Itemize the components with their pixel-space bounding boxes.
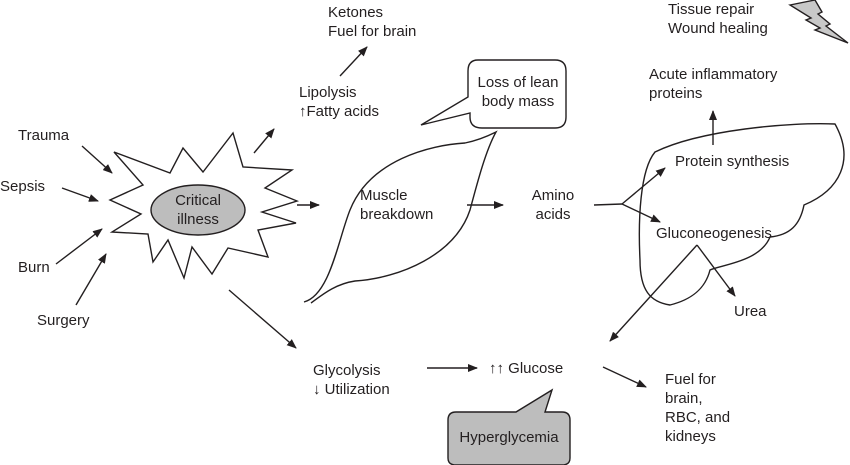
acute-label: Acute inflammatory proteins [649,65,777,103]
muscle-line2: breakdown [360,206,434,223]
lightning-bolt-icon [788,0,849,44]
cause-trauma: Trauma [18,127,70,144]
tissue-label: Tissue repair Wound healing [668,0,768,38]
arrow-trauma [81,145,113,174]
ketones-label: Ketones Fuel for brain [328,3,416,41]
cause-burn: Burn [18,259,50,276]
callout-lean-text: Loss of lean body mass [472,73,564,111]
fuel-label: Fuel for brain, RBC, and kidneys [665,370,730,446]
muscle-shape [303,130,498,304]
acute-line1: Acute inflammatory [649,66,778,83]
lipolysis-line1: Lipolysis [299,84,357,101]
arrow-to-urea [696,244,736,297]
gluconeogenesis-label: Gluconeogenesis [656,225,772,242]
acute-line2: proteins [649,85,703,102]
arrow-to-gluconeogenesis [621,203,661,223]
cause-surgery: Surgery [37,312,90,329]
tissue-line1: Tissue repair [668,1,755,18]
fuel-line4: kidneys [665,428,716,445]
urea-label: Urea [734,303,767,320]
fuel-line2: brain, [665,390,703,407]
arrow-burn [55,228,103,265]
critical-illness-ellipse [150,184,246,236]
arrow-to-glucose-from-liver [609,244,698,342]
callout-lean-line1: Loss of lean [477,74,559,91]
glycolysis-line2: ↓ Utilization [313,381,390,398]
callout-lean-bubble [420,59,567,129]
arrow-surgery [75,253,107,306]
fuel-line1: Fuel for [665,371,716,388]
center-line1: Critical [175,192,221,209]
callout-lean-line2: body mass [481,93,555,110]
callout-hyper-text: Hyperglycemia [459,429,559,446]
ketones-line2: Fuel for brain [328,23,417,40]
arrow-to-glycolysis [228,289,297,349]
muscle-line1: Muscle [360,187,408,204]
glycolysis-line1: Glycolysis [313,362,381,379]
amino-fork-line [593,203,623,206]
lipolysis-label: Lipolysis ↑Fatty acids [299,83,379,121]
amino-line1: Amino [531,187,575,204]
center-label: Critical illness [160,191,236,229]
arrow-to-protein-synthesis [621,167,666,205]
tissue-line2: Wound healing [668,20,768,37]
liver-shape [638,123,845,306]
glycolysis-label: Glycolysis ↓ Utilization [313,361,390,399]
arrow-to-ketones [339,46,368,77]
glucose-label: ↑↑ Glucose [489,360,564,377]
cause-sepsis: Sepsis [0,178,46,195]
muscle-label: Muscle breakdown [360,186,433,224]
lipolysis-line2: ↑Fatty acids [299,103,380,120]
arrow-to-fuel [602,366,647,388]
fuel-line3: RBC, and [665,409,731,426]
center-line2: illness [177,211,219,228]
ketones-line1: Ketones [328,4,384,21]
amino-line2: acids [535,206,571,223]
amino-label: Amino acids [523,186,583,224]
protein-synthesis-label: Protein synthesis [675,153,790,170]
arrow-sepsis [61,187,99,202]
arrow-to-lipolysis [253,128,275,154]
